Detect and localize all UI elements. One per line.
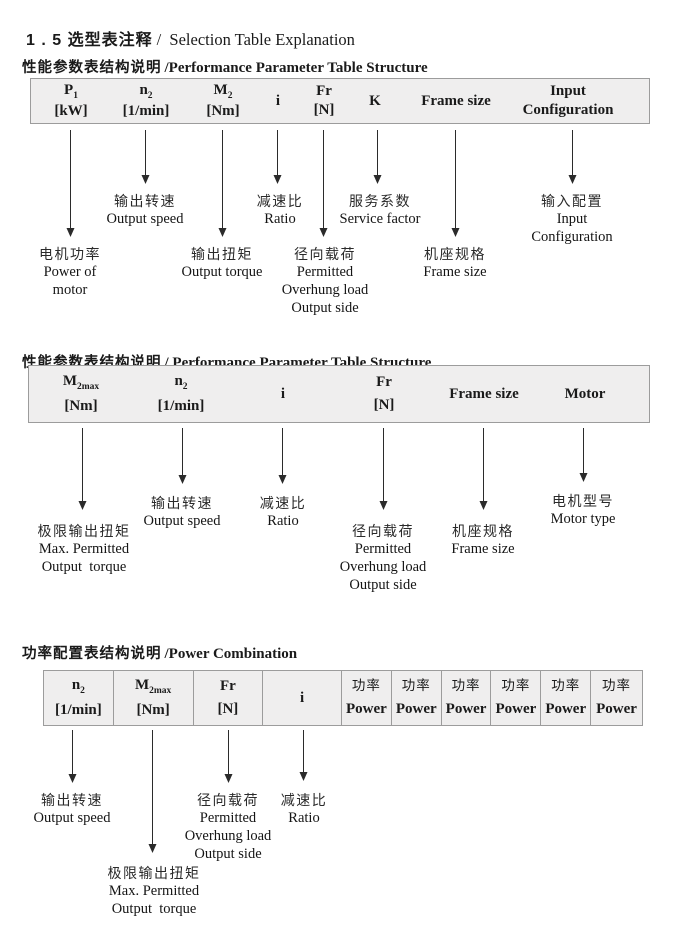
down-arrow-icon (148, 730, 157, 853)
table2-col-i: i (280, 385, 286, 402)
performance-table-1: P1 [kW] n2 [1/min] M2 [Nm] i Fr [N] K Fr… (30, 78, 650, 124)
power-combination-table: n2 [1/min] M2max [Nm] Fr [N] i 功率 Power … (43, 670, 643, 726)
table2-col-m2max: M2max [Nm] (62, 372, 100, 415)
down-arrow-icon (273, 130, 282, 184)
down-arrow-icon (141, 130, 150, 184)
down-arrow-icon (568, 130, 577, 184)
down-arrow-icon (224, 730, 233, 783)
table2-col-motor: Motor (564, 385, 606, 402)
table3-col-n2: n2 [1/min] (44, 671, 114, 725)
section-heading-power-combination: 功率配置表结构说明/Power Combination (14, 624, 297, 663)
table3-col-fr: Fr [N] (194, 671, 264, 725)
table2-col-frame-size: Frame size (449, 385, 519, 402)
section3-heading-cn: 功率配置表结构说明 (22, 646, 162, 662)
down-arrow-icon (379, 428, 388, 510)
table1-col-m2: M2 [Nm] (206, 81, 240, 120)
section3-heading-en: /Power Combination (164, 646, 298, 662)
down-arrow-icon (451, 130, 460, 237)
table1-col-i: i (275, 92, 281, 109)
down-arrow-icon (66, 130, 75, 237)
table3-col-power-6: 功率 Power (596, 678, 637, 717)
table1-col-fr: Fr [N] (313, 82, 335, 119)
page-title-cn: 1 . 5 选型表注释 (26, 32, 153, 49)
table3-col-power-2: 功率 Power (392, 671, 442, 725)
table1-col-n2: n2 [1/min] (122, 81, 170, 120)
down-arrow-icon (78, 428, 87, 510)
down-arrow-icon (319, 130, 328, 237)
table3-col-power-4: 功率 Power (491, 671, 542, 725)
table3-col-m2max: M2max [Nm] (114, 671, 194, 725)
down-arrow-icon (68, 730, 77, 783)
section-heading-performance-1: 性能参数表结构说明/Performance Parameter Table St… (14, 38, 428, 77)
down-arrow-icon (373, 130, 382, 184)
section1-heading-cn: 性能参数表结构说明 (22, 60, 162, 76)
table3-col-power-1: 功率 Power (342, 671, 392, 725)
table3-col-power-3: 功率 Power (442, 671, 492, 725)
down-arrow-icon (299, 730, 308, 781)
down-arrow-icon (579, 428, 588, 482)
section1-heading-en: /Performance Parameter Table Structure (164, 60, 428, 76)
down-arrow-icon (479, 428, 488, 510)
down-arrow-icon (218, 130, 227, 237)
page-title-en: / Selection Table Explanation (156, 30, 355, 49)
down-arrow-icon (178, 428, 187, 484)
table1-col-input-configuration: Input Configuration (522, 82, 614, 119)
table3-col-i: i (263, 671, 342, 725)
table2-col-fr: Fr [N] (373, 373, 395, 414)
down-arrow-icon (278, 428, 287, 484)
table1-col-k: K (369, 92, 381, 109)
performance-table-2: M2max [Nm] n2 [1/min] i Fr [N] Frame siz… (28, 365, 650, 423)
page-title: 1 . 5 选型表注释/ Selection Table Explanation (18, 8, 355, 50)
table3-col-power-5: 功率 Power (541, 671, 592, 725)
table1-col-p1: P1 [kW] (54, 81, 88, 120)
table2-col-n2: n2 [1/min] (157, 372, 205, 415)
table1-col-frame-size: Frame size (421, 92, 491, 109)
